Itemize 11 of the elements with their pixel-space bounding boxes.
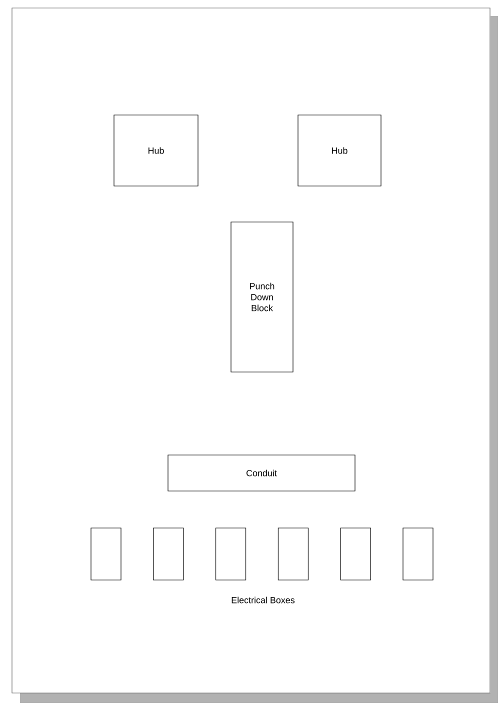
electrical-box (402, 528, 434, 580)
electrical-box (278, 528, 308, 580)
electrical-box (153, 528, 184, 580)
hub-box: Hub (298, 114, 382, 186)
electrical-box (90, 528, 122, 580)
electrical-box (216, 528, 246, 580)
conduit-box: Conduit (168, 454, 356, 492)
caption-label: Electrical Boxes (232, 596, 295, 604)
punch-down-block: Punch Down Block (230, 222, 294, 372)
hub-box: Hub (114, 114, 198, 186)
electrical-box (340, 528, 371, 580)
